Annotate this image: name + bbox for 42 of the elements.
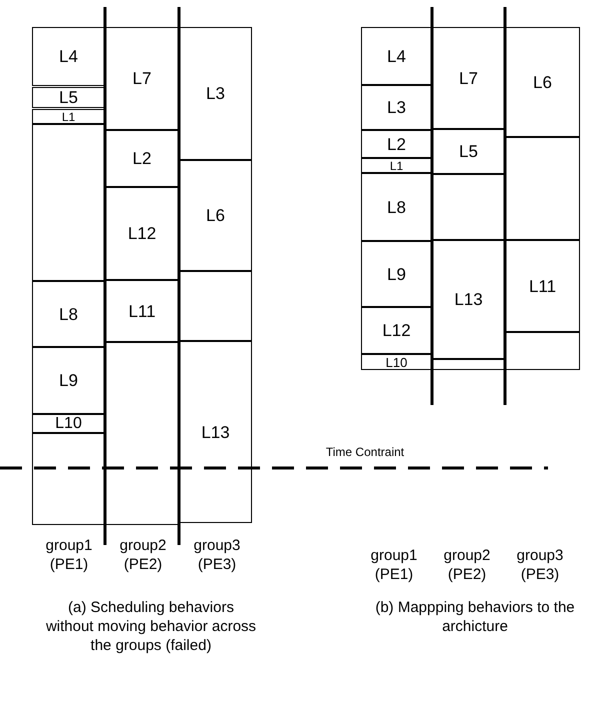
group-label: group2 (PE2): [118, 536, 168, 574]
task-block: L9: [32, 347, 105, 414]
task-block: L8: [361, 173, 432, 241]
idle-slot: [32, 124, 105, 281]
task-block: L1: [361, 158, 432, 173]
group-label: group1 (PE1): [44, 536, 94, 574]
task-block: L11: [505, 240, 580, 332]
task-block: L2: [105, 130, 179, 187]
task-block: L10: [32, 414, 105, 433]
task-block: L6: [505, 27, 580, 137]
idle-slot: [105, 342, 179, 525]
task-block: L7: [105, 27, 179, 130]
figure-caption: (b) Mappping behaviors to the archicture: [375, 598, 575, 636]
task-block: L13: [432, 240, 505, 359]
idle-slot: [179, 271, 252, 341]
group-label: group3 (PE3): [192, 536, 242, 574]
task-block: L10: [361, 354, 432, 370]
task-block: L12: [105, 187, 179, 280]
task-block: L12: [361, 307, 432, 354]
task-block: L7: [432, 27, 505, 129]
task-block: L5: [432, 129, 505, 174]
task-block: L1: [32, 109, 105, 124]
group-label: group2 (PE2): [442, 546, 492, 584]
figure-caption: (a) Scheduling behaviors without moving behavior across the groups (failed): [45, 598, 257, 655]
task-block: L3: [179, 27, 252, 160]
task-block: L11: [105, 280, 179, 342]
idle-slot: [505, 137, 580, 240]
group-label: group1 (PE1): [370, 546, 418, 584]
idle-slot: [432, 359, 505, 370]
task-block: L2: [361, 130, 432, 158]
task-block: L13: [179, 341, 252, 523]
idle-slot: [432, 174, 505, 240]
task-block: L6: [179, 160, 252, 271]
task-block: L3: [361, 85, 432, 130]
task-block: L4: [361, 27, 432, 85]
task-block: L9: [361, 241, 432, 307]
idle-slot: [505, 332, 580, 370]
task-block: L5: [32, 87, 105, 108]
task-block: L4: [32, 27, 105, 86]
idle-slot: [32, 433, 105, 525]
task-block: L8: [32, 281, 105, 347]
group-label: group3 (PE3): [516, 546, 564, 584]
